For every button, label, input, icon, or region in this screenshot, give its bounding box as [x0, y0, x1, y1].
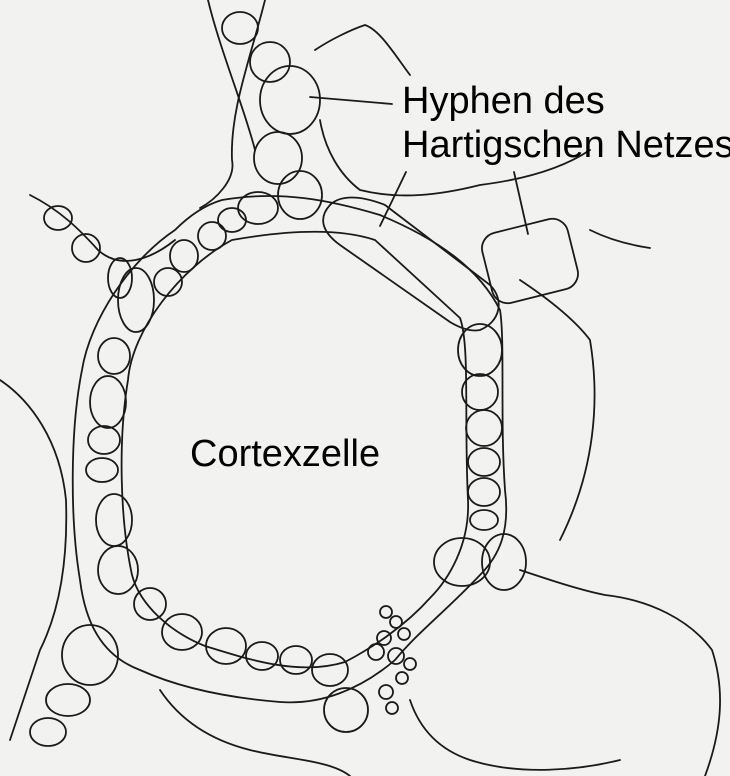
hyphae-label-line1: Hyphen des: [402, 80, 730, 124]
hyphae-label-line2: Hartigschen Netzes: [402, 124, 730, 168]
cortex-cell-label: Cortexzelle: [190, 433, 380, 477]
hyphae-label: Hyphen des Hartigschen Netzes: [402, 80, 730, 167]
